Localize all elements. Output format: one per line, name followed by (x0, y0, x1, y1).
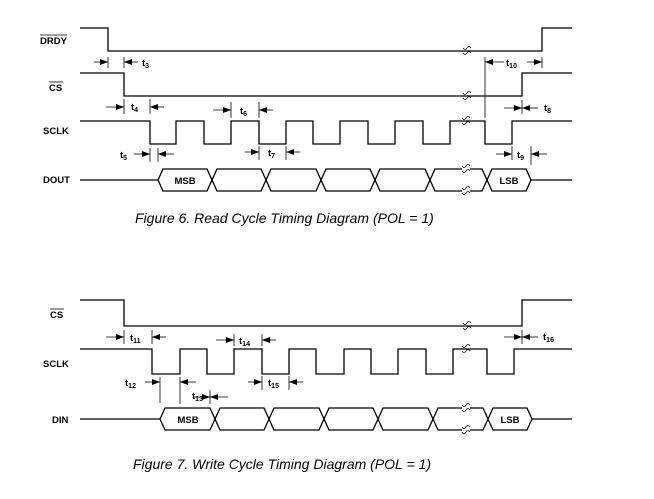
sclk-waveform (80, 120, 572, 145)
drdy-break-mark (462, 46, 472, 55)
sclk-label: SCLK (43, 126, 69, 137)
t11-label: t11 (130, 333, 141, 345)
figure7-caption: Figure 7. Write Cycle Timing Diagram (PO… (133, 456, 431, 472)
cs-label: CS (50, 310, 63, 321)
t12-label: t12 (125, 378, 136, 390)
t9-label: t9 (517, 150, 524, 162)
t16-label: t16 (543, 332, 554, 344)
t8-annotation: t8 (504, 100, 551, 115)
dout-lsb-label: LSB (500, 176, 519, 187)
t5-label: t5 (120, 150, 127, 162)
t4-label: t4 (131, 102, 138, 114)
sclk-waveform (80, 348, 572, 375)
t7-annotation: t7 (245, 146, 300, 160)
t6-label: t6 (240, 106, 247, 118)
t16-annotation: t16 (504, 330, 554, 344)
t4-annotation: t4 (106, 99, 164, 114)
dout-msb-label: MSB (174, 176, 195, 187)
t13-annotation: t13 (179, 377, 228, 404)
figure6-read-cycle: DRDY CS SCLK DOUT (40, 27, 572, 226)
drdy-waveform (80, 27, 572, 52)
din-lsb-label: LSB (501, 415, 520, 426)
t6-annotation: t6 (213, 102, 273, 118)
figure7-write-cycle: CS SCLK DIN MSB (43, 299, 572, 472)
t3-annotation: t3 (94, 57, 149, 70)
t10-annotation: t10 (484, 57, 543, 118)
cs-waveform (80, 299, 572, 327)
t13-label: t13 (192, 391, 203, 403)
din-msb-label: MSB (177, 415, 198, 426)
dout-bus (80, 164, 572, 195)
t8-label: t8 (544, 103, 551, 115)
t14-annotation: t14 (216, 334, 276, 348)
t12-annotation: t12 (125, 377, 161, 403)
t15-annotation: t15 (248, 376, 303, 390)
dout-label: DOUT (43, 175, 70, 186)
cs-break-mark (462, 321, 472, 330)
t3-label: t3 (142, 58, 149, 70)
din-label: DIN (52, 415, 69, 426)
cs-label: CS (49, 83, 62, 94)
t9-annotation: t9 (496, 146, 547, 165)
t10-label: t10 (506, 58, 517, 70)
t5-annotation: t5 (120, 148, 174, 162)
sclk-break-mark (461, 344, 471, 353)
t15-label: t15 (268, 378, 279, 390)
cs-waveform (80, 72, 572, 97)
din-bus (80, 403, 572, 434)
drdy-label: DRDY (40, 36, 68, 47)
t14-label: t14 (239, 336, 250, 348)
sclk-break-mark (461, 116, 471, 125)
cs-break-mark (462, 91, 472, 100)
figure6-caption: Figure 6. Read Cycle Timing Diagram (POL… (135, 210, 434, 226)
t7-label: t7 (268, 148, 275, 160)
sclk-label: SCLK (43, 359, 69, 370)
t11-annotation: t11 (106, 330, 166, 345)
